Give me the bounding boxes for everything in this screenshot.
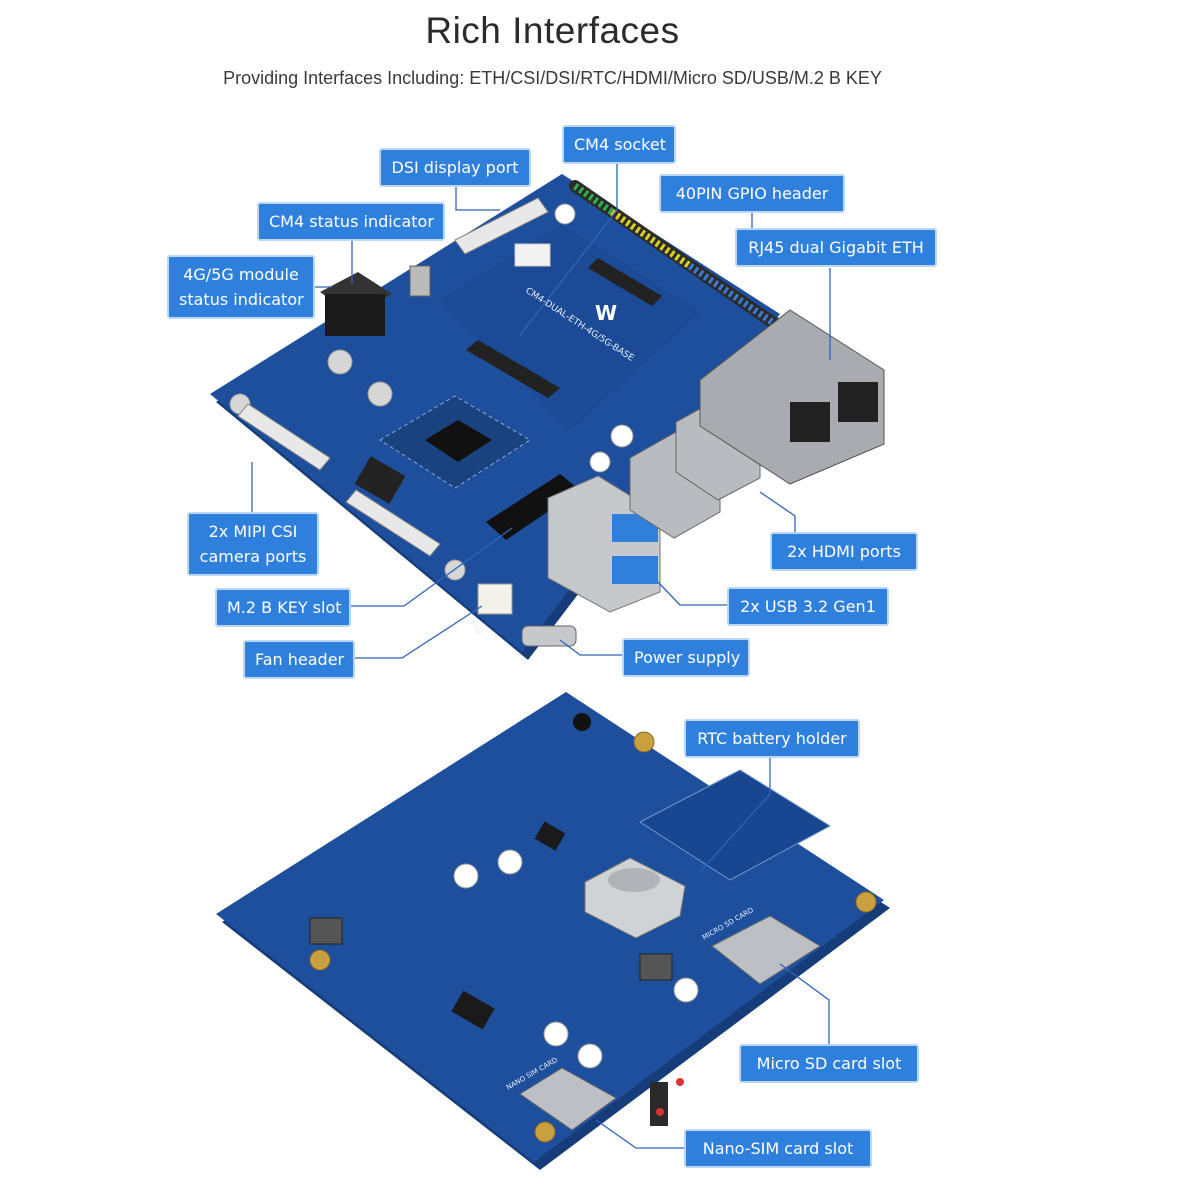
callout-usb-ports-label: 2x USB 3.2 Gen1 [740, 597, 876, 616]
callout-usb-ports: 2x USB 3.2 Gen1 [727, 587, 889, 626]
callout-nano-sim: Nano-SIM card slot [684, 1129, 872, 1168]
usb-c-power-port [521, 625, 577, 647]
waveshare-logo: W [595, 301, 617, 325]
callout-module-status-line1: 4G/5G module [183, 265, 299, 284]
csi-connector-b [345, 489, 441, 557]
cm4-socket-connector-a [588, 258, 662, 306]
cm4-socket-connector-b [466, 340, 560, 398]
callout-cm4-socket-label: CM4 socket [574, 135, 666, 154]
leader-lines [251, 162, 838, 1149]
callout-fan-header: Fan header [243, 640, 355, 679]
callout-cm4-status-indicator: CM4 status indicator [257, 202, 445, 241]
csi-connector-a [237, 403, 331, 471]
callout-hdmi-ports: 2x HDMI ports [770, 532, 918, 571]
gpio-header [569, 180, 778, 328]
m2-slot-connector [486, 474, 580, 540]
callout-mipi-csi: 2x MIPI CSI camera ports [187, 512, 319, 576]
callout-gpio-header-label: 40PIN GPIO header [675, 184, 829, 203]
callout-dsi-display-port: DSI display port [379, 148, 531, 187]
page-subtitle: Providing Interfaces Including: ETH/CSI/… [223, 68, 882, 88]
callout-cm4-status-indicator-label: CM4 status indicator [269, 212, 434, 231]
callout-rj45-eth-label: RJ45 dual Gigabit ETH [748, 238, 924, 257]
callout-rtc-battery-label: RTC battery holder [697, 729, 847, 748]
callout-fan-header-label: Fan header [255, 650, 345, 669]
standoff-right [855, 891, 877, 913]
callout-dsi-display-port-label: DSI display port [391, 158, 519, 177]
callout-hdmi-ports-label: 2x HDMI ports [787, 542, 901, 561]
standoff-bottom [534, 1121, 556, 1143]
callout-module-status-line2: status indicator [179, 290, 304, 309]
standoff-top [633, 731, 655, 753]
callout-power-supply-label: Power supply [634, 648, 741, 667]
bottom-board: MICRO SD CARD NANO SIM CARD [216, 692, 890, 1170]
callout-gpio-header: 40PIN GPIO header [659, 174, 845, 213]
chip-icon [425, 420, 492, 462]
callout-rtc-battery: RTC battery holder [684, 719, 860, 758]
rj45-block [699, 309, 885, 485]
callout-cm4-socket: CM4 socket [562, 125, 676, 164]
callout-module-status-indicator: 4G/5G module status indicator [167, 255, 315, 319]
callout-micro-sd-label: Micro SD card slot [756, 1054, 902, 1073]
dsi-connector [454, 197, 549, 255]
callout-m2-slot-label: M.2 B KEY slot [227, 598, 342, 617]
fan-header-connector [477, 583, 513, 615]
standoff-left [309, 949, 331, 971]
micro-sd-slot [711, 915, 821, 985]
callout-micro-sd: Micro SD card slot [739, 1044, 919, 1083]
top-board: CM4-DUAL-ETH-4G/5G-BASE W [210, 174, 885, 660]
callout-power-supply: Power supply [622, 638, 750, 677]
callout-nano-sim-label: Nano-SIM card slot [702, 1139, 854, 1158]
callout-m2-slot: M.2 B KEY slot [215, 588, 351, 627]
callout-mipi-csi-line1: 2x MIPI CSI [208, 522, 298, 541]
page-title: Rich Interfaces [425, 10, 680, 51]
callout-mipi-csi-line2: camera ports [199, 547, 307, 566]
nano-sim-slot [519, 1067, 617, 1131]
callout-rj45-eth: RJ45 dual Gigabit ETH [735, 228, 937, 267]
